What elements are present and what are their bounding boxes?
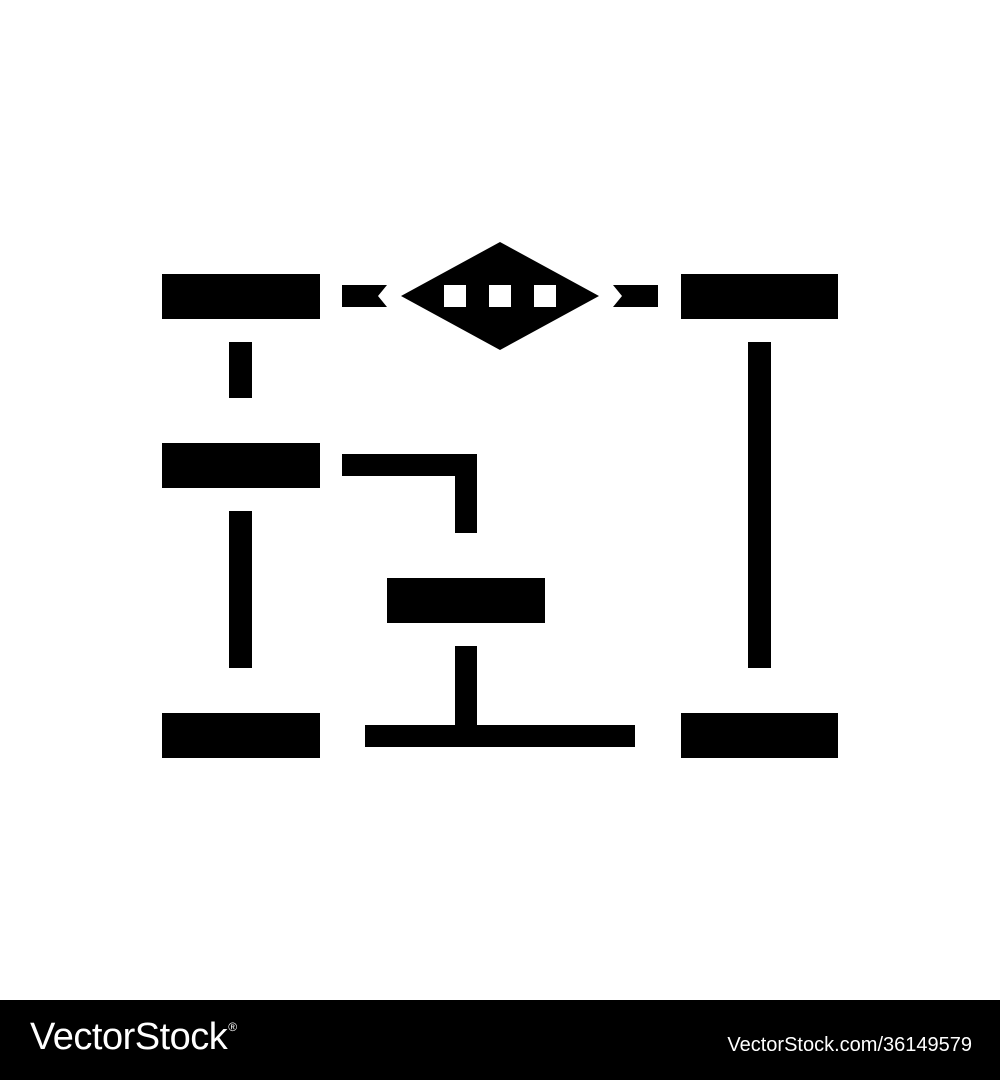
bottom-right-block xyxy=(681,713,838,758)
center-block xyxy=(387,578,545,623)
flowchart-glyph-icon xyxy=(162,242,838,758)
elbow-connector xyxy=(342,454,477,533)
left-connector-long xyxy=(229,511,252,668)
brand-name: VectorStock xyxy=(30,1016,228,1058)
right-connector-arrow xyxy=(613,285,658,307)
watermark-footer: VectorStock® VectorStock.com/36149579 xyxy=(0,1000,1000,1080)
registered-mark: ® xyxy=(228,1020,237,1034)
brand-logo: VectorStock® xyxy=(30,1016,237,1059)
center-base-bar xyxy=(365,725,635,747)
image-reference: VectorStock.com/36149579 xyxy=(727,1034,972,1056)
center-stem xyxy=(455,646,477,726)
left-connector-arrow xyxy=(342,285,387,307)
top-left-block xyxy=(162,274,320,319)
icon-canvas xyxy=(162,242,838,758)
left-connector-short xyxy=(229,342,252,398)
top-right-block xyxy=(681,274,838,319)
bottom-left-block xyxy=(162,713,320,758)
middle-left-block xyxy=(162,443,320,488)
decision-diamond xyxy=(401,242,599,350)
right-connector-long xyxy=(748,342,771,668)
